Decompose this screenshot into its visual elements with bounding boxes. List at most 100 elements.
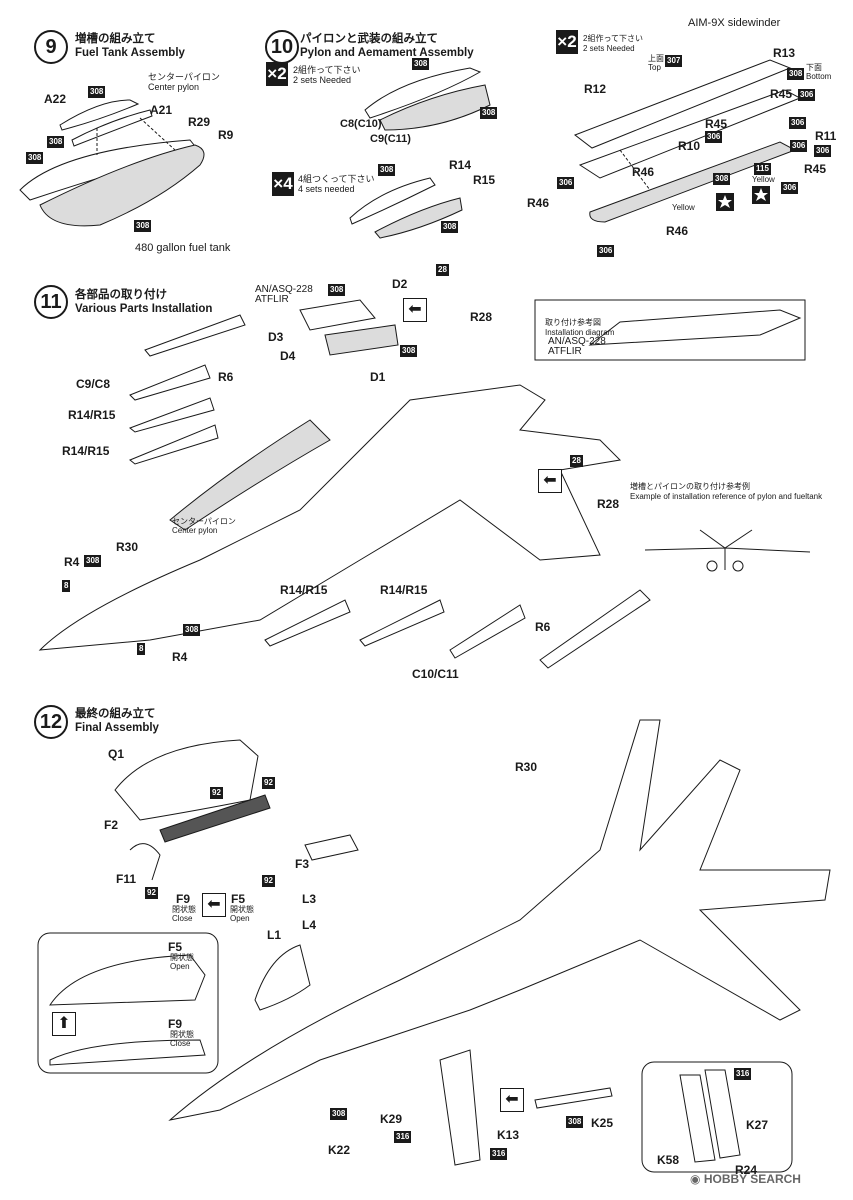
watermark-logo-icon: ◉ bbox=[690, 1172, 701, 1186]
step-11-number: 11 bbox=[34, 285, 68, 319]
bottom-en: Bottom bbox=[806, 72, 832, 81]
part-label-f2: F2 bbox=[104, 818, 119, 832]
color-tag: 306 bbox=[814, 145, 832, 157]
color-tag: 28 bbox=[436, 264, 449, 276]
part-label-r14: R14 bbox=[449, 158, 472, 172]
bottom-note: 下面 Bottom bbox=[806, 63, 831, 81]
part-label-r24: R24 bbox=[735, 1163, 758, 1177]
open-en: Open bbox=[230, 914, 250, 923]
launcher-r14 bbox=[349, 177, 436, 225]
part-f3 bbox=[304, 834, 359, 861]
color-tag: 308 bbox=[84, 555, 102, 567]
part-label-r15: R15 bbox=[473, 173, 496, 187]
color-tag: 308 bbox=[400, 345, 418, 357]
part-label-c9-c8: C9/C8 bbox=[76, 377, 111, 391]
direction-arrow-icon-2: ⬅ bbox=[538, 469, 562, 493]
atflir-name: AN/ASQ-228 bbox=[255, 284, 313, 295]
part-label-f5: F5 bbox=[231, 892, 246, 906]
step-9-title: 増槽の組み立て Fuel Tank Assembly bbox=[75, 32, 185, 60]
part-label-r46: R46 bbox=[632, 165, 655, 179]
part-label-r4: R4 bbox=[172, 650, 188, 664]
color-tag: 306 bbox=[781, 182, 799, 194]
part-label-c9-c11: C9(C11) bbox=[370, 133, 411, 145]
part-label-r14-r15: R14/R15 bbox=[280, 583, 328, 597]
color-tag: 306 bbox=[557, 177, 575, 189]
color-tag: 306 bbox=[790, 140, 808, 152]
step-12-number: 12 bbox=[34, 705, 68, 739]
inset-label-f5: F5 bbox=[168, 940, 183, 954]
s11-center-pylon-en: Center pylon bbox=[172, 526, 218, 535]
make-2-en: 2 sets Needed bbox=[293, 75, 352, 85]
bottom-ja: 下面 bbox=[806, 63, 822, 72]
part-label-r12: R12 bbox=[584, 82, 607, 96]
make-2-note: 2組作って下さい 2 sets Needed bbox=[293, 65, 361, 85]
color-tag: 308 bbox=[88, 86, 106, 98]
step-9-center-pylon-note: センターパイロン Center pylon bbox=[148, 72, 220, 92]
step-12-title-ja: 最終の組み立て bbox=[75, 708, 156, 720]
step-11-title-en: Various Parts Installation bbox=[75, 303, 213, 315]
reference-ja: 増槽とパイロンの取り付け参考例 bbox=[630, 482, 750, 491]
color-tag: 92 bbox=[262, 777, 275, 789]
step-10-number: 10 bbox=[265, 30, 299, 64]
color-tag: 8 bbox=[62, 580, 71, 592]
close-ja: 閉状態 bbox=[172, 905, 196, 914]
step-12-title-en: Final Assembly bbox=[75, 722, 159, 734]
step-11-title: 各部品の取り付け Various Parts Installation bbox=[75, 288, 212, 316]
missile-s11-right bbox=[539, 589, 651, 669]
inset-close-en: Close bbox=[170, 1039, 191, 1048]
color-tag: 316 bbox=[734, 1068, 752, 1080]
make-4-ja: 4組つくって下さい bbox=[298, 174, 375, 184]
aim9x-body bbox=[589, 141, 797, 223]
part-label-l3: L3 bbox=[302, 892, 317, 906]
step-9-title-en: Fuel Tank Assembly bbox=[75, 47, 185, 59]
color-tag: 308 bbox=[441, 221, 459, 233]
inset-open-ja: 開状態 bbox=[170, 953, 194, 962]
part-label-r45: R45 bbox=[705, 117, 728, 131]
inset-label-f9: F9 bbox=[168, 1017, 183, 1031]
color-tag: 308 bbox=[787, 68, 805, 80]
part-label-l1: L1 bbox=[267, 928, 282, 942]
make-2-ja: 2組作って下さい bbox=[293, 65, 361, 75]
part-label-r45: R45 bbox=[804, 162, 827, 176]
front-view-ref bbox=[644, 529, 811, 570]
color-tag: 308 bbox=[26, 152, 44, 164]
part-label-d4: D4 bbox=[280, 349, 296, 363]
part-label-k22: K22 bbox=[328, 1143, 351, 1157]
direction-arrow-icon: ⬅ bbox=[403, 298, 427, 322]
aim9x-title: AIM-9X sidewinder bbox=[688, 17, 781, 29]
f5-open-note: 開状態 Open bbox=[230, 905, 254, 923]
color-tag: 307 bbox=[665, 55, 683, 67]
color-tag: 308 bbox=[378, 164, 396, 176]
aim9x-make2: 2組作って下さい 2 sets Needed bbox=[583, 34, 643, 54]
color-tag: 8 bbox=[137, 643, 146, 655]
color-tag: 306 bbox=[798, 89, 816, 101]
part-label-q1: Q1 bbox=[108, 747, 125, 761]
part-label-c10-c11: C10/C11 bbox=[412, 667, 459, 681]
part-label-r11: R11 bbox=[815, 129, 837, 143]
part-label-r28: R28 bbox=[470, 310, 493, 324]
part-label-k25: K25 bbox=[591, 1116, 614, 1130]
step-10-title-ja: パイロンと武装の組み立て bbox=[300, 33, 438, 45]
color-tag: 308 bbox=[47, 136, 65, 148]
fuel-tank-body bbox=[39, 144, 205, 227]
step-12-title: 最終の組み立て Final Assembly bbox=[75, 707, 159, 735]
part-label-f11: F11 bbox=[116, 872, 137, 886]
top-note: 上面 Top bbox=[648, 54, 664, 72]
f18-airframe-s11 bbox=[38, 384, 622, 651]
color-tag: 92 bbox=[262, 875, 275, 887]
canopy-frame-f2 bbox=[159, 794, 271, 843]
direction-arrow-icon-5: ⬅ bbox=[500, 1088, 524, 1112]
part-f11 bbox=[129, 843, 161, 881]
color-tag: 28 bbox=[570, 455, 583, 467]
part-label-r6: R6 bbox=[218, 370, 234, 384]
center-pylon-ja: センターパイロン bbox=[148, 72, 220, 82]
color-tag: 308 bbox=[328, 284, 346, 296]
color-tag: 115 bbox=[754, 163, 771, 175]
make-4-en: 4 sets needed bbox=[298, 184, 355, 194]
color-tag: 308 bbox=[183, 624, 201, 636]
step-10-title: パイロンと武装の組み立て Pylon and Aemament Assembly bbox=[300, 32, 474, 60]
color-tag: 316 bbox=[490, 1148, 508, 1160]
step-11-title-ja: 各部品の取り付け bbox=[75, 289, 167, 301]
color-tag: 308 bbox=[134, 220, 152, 232]
